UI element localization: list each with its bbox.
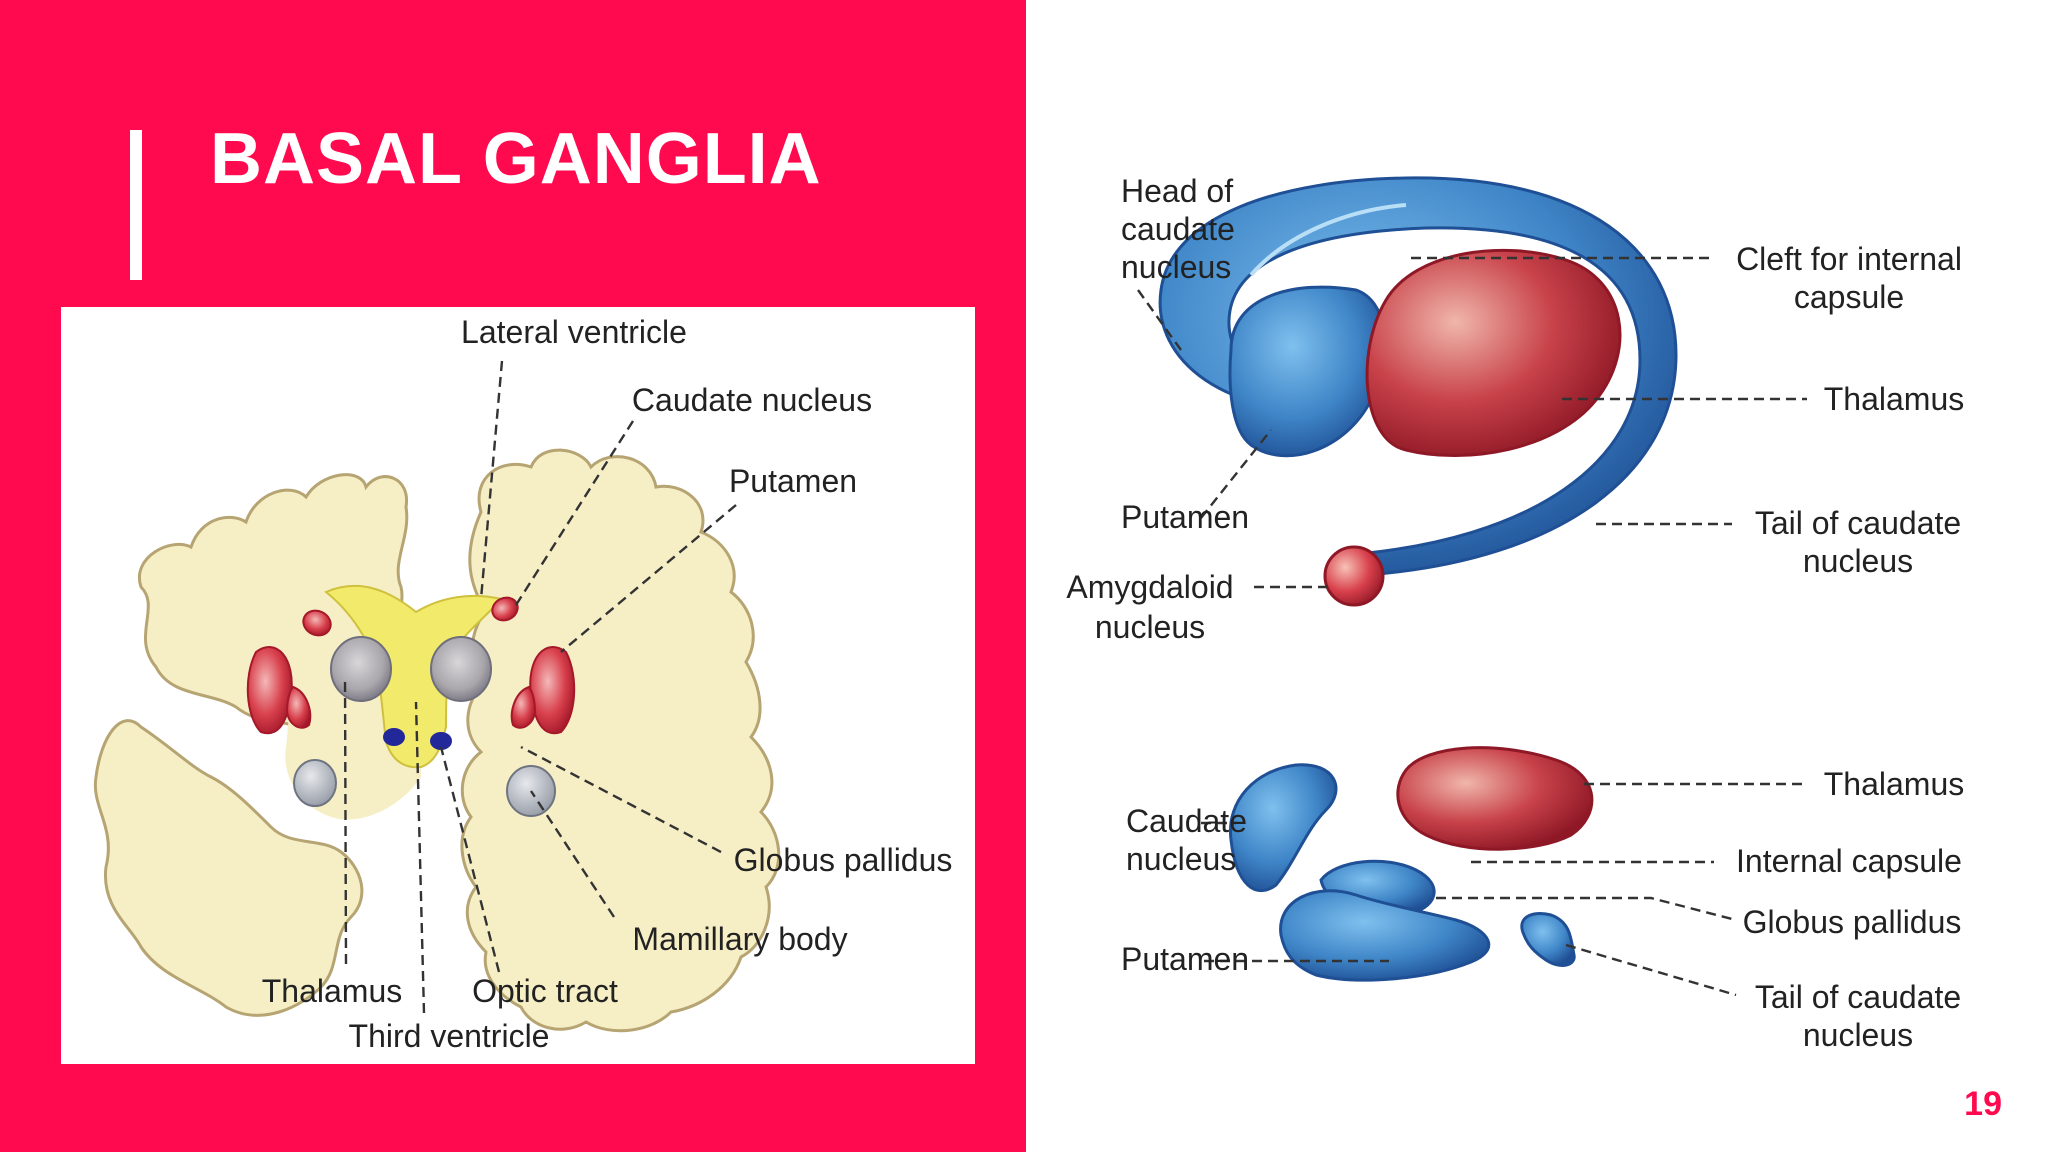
label-thalamus-lower: Thalamus [1824,766,1965,802]
mamillary-body-right [430,732,452,750]
lateral-view-diagram: Head of caudate nucleus Cleft for intern… [1066,173,1965,1053]
mamillary-body-left [383,728,405,746]
globus-pallidus-right-structure [510,685,537,729]
label-tail-of-caudate-lower-1: Tail of caudate [1755,979,1961,1015]
tail-of-caudate-lower-structure [1520,912,1576,967]
caudate-lower-structure [1228,763,1338,892]
putamen-upper-structure [1228,285,1387,458]
title-accent-bar [130,130,142,280]
label-cleft-2: capsule [1794,279,1904,315]
label-amygdaloid-1: Amygdaloid [1066,569,1233,605]
thalamus-left-structure [330,636,392,702]
label-tail-of-caudate-2: nucleus [1803,543,1913,579]
caudate-left-structure [302,609,332,637]
label-cleft-1: Cleft for internal [1736,241,1962,277]
coronal-section-card: Lateral ventricle Caudate nucleus Putame… [61,307,975,1064]
thalamus-right-structure [430,636,492,702]
label-tail-of-caudate-1: Tail of caudate [1755,505,1961,541]
label-head-of-caudate-1: Head of [1121,173,1233,209]
cleft-line [1249,203,1407,277]
label-caudate-lower-1: Caudate [1126,803,1247,839]
label-third-ventricle: Third ventricle [349,1018,550,1054]
putamen-left-structure [246,646,293,735]
label-globus-pallidus-lower: Globus pallidus [1743,904,1962,940]
label-thalamus: Thalamus [262,973,403,1009]
label-optic-tract: Optic tract [472,973,618,1009]
label-head-of-caudate-2: caudate [1121,211,1235,247]
label-globus-pallidus: Globus pallidus [734,842,953,878]
putamen-lower-structure [1279,889,1491,982]
label-caudate-lower-2: nucleus [1126,841,1236,877]
amygdaloid-nucleus-structure [1323,545,1385,607]
right-hemisphere [460,448,781,1033]
label-lateral-ventricle: Lateral ventricle [461,314,687,350]
coronal-section-diagram: Lateral ventricle Caudate nucleus Putame… [93,314,953,1054]
globus-pallidus-left-structure [285,685,312,729]
label-head-of-caudate-3: nucleus [1121,249,1231,285]
caudate-c-shape [1158,176,1678,577]
label-mamillary-body: Mamillary body [632,921,847,957]
label-internal-capsule: Internal capsule [1736,843,1962,879]
putamen-right-structure [529,646,576,735]
label-putamen: Putamen [729,463,857,499]
thalamus-lower-structure [1396,746,1594,851]
label-thalamus-upper: Thalamus [1824,381,1965,417]
slide-number: 19 [1964,1085,2002,1123]
grey-structure-left [293,759,337,807]
label-caudate-nucleus: Caudate nucleus [632,382,872,418]
label-amygdaloid-2: nucleus [1095,609,1205,645]
label-putamen-lower: Putamen [1121,941,1249,977]
thalamus-upper-structure [1365,248,1622,458]
label-tail-of-caudate-lower-2: nucleus [1803,1017,1913,1053]
slide-title: BASAL GANGLIA [210,119,822,199]
label-putamen-upper: Putamen [1121,499,1249,535]
